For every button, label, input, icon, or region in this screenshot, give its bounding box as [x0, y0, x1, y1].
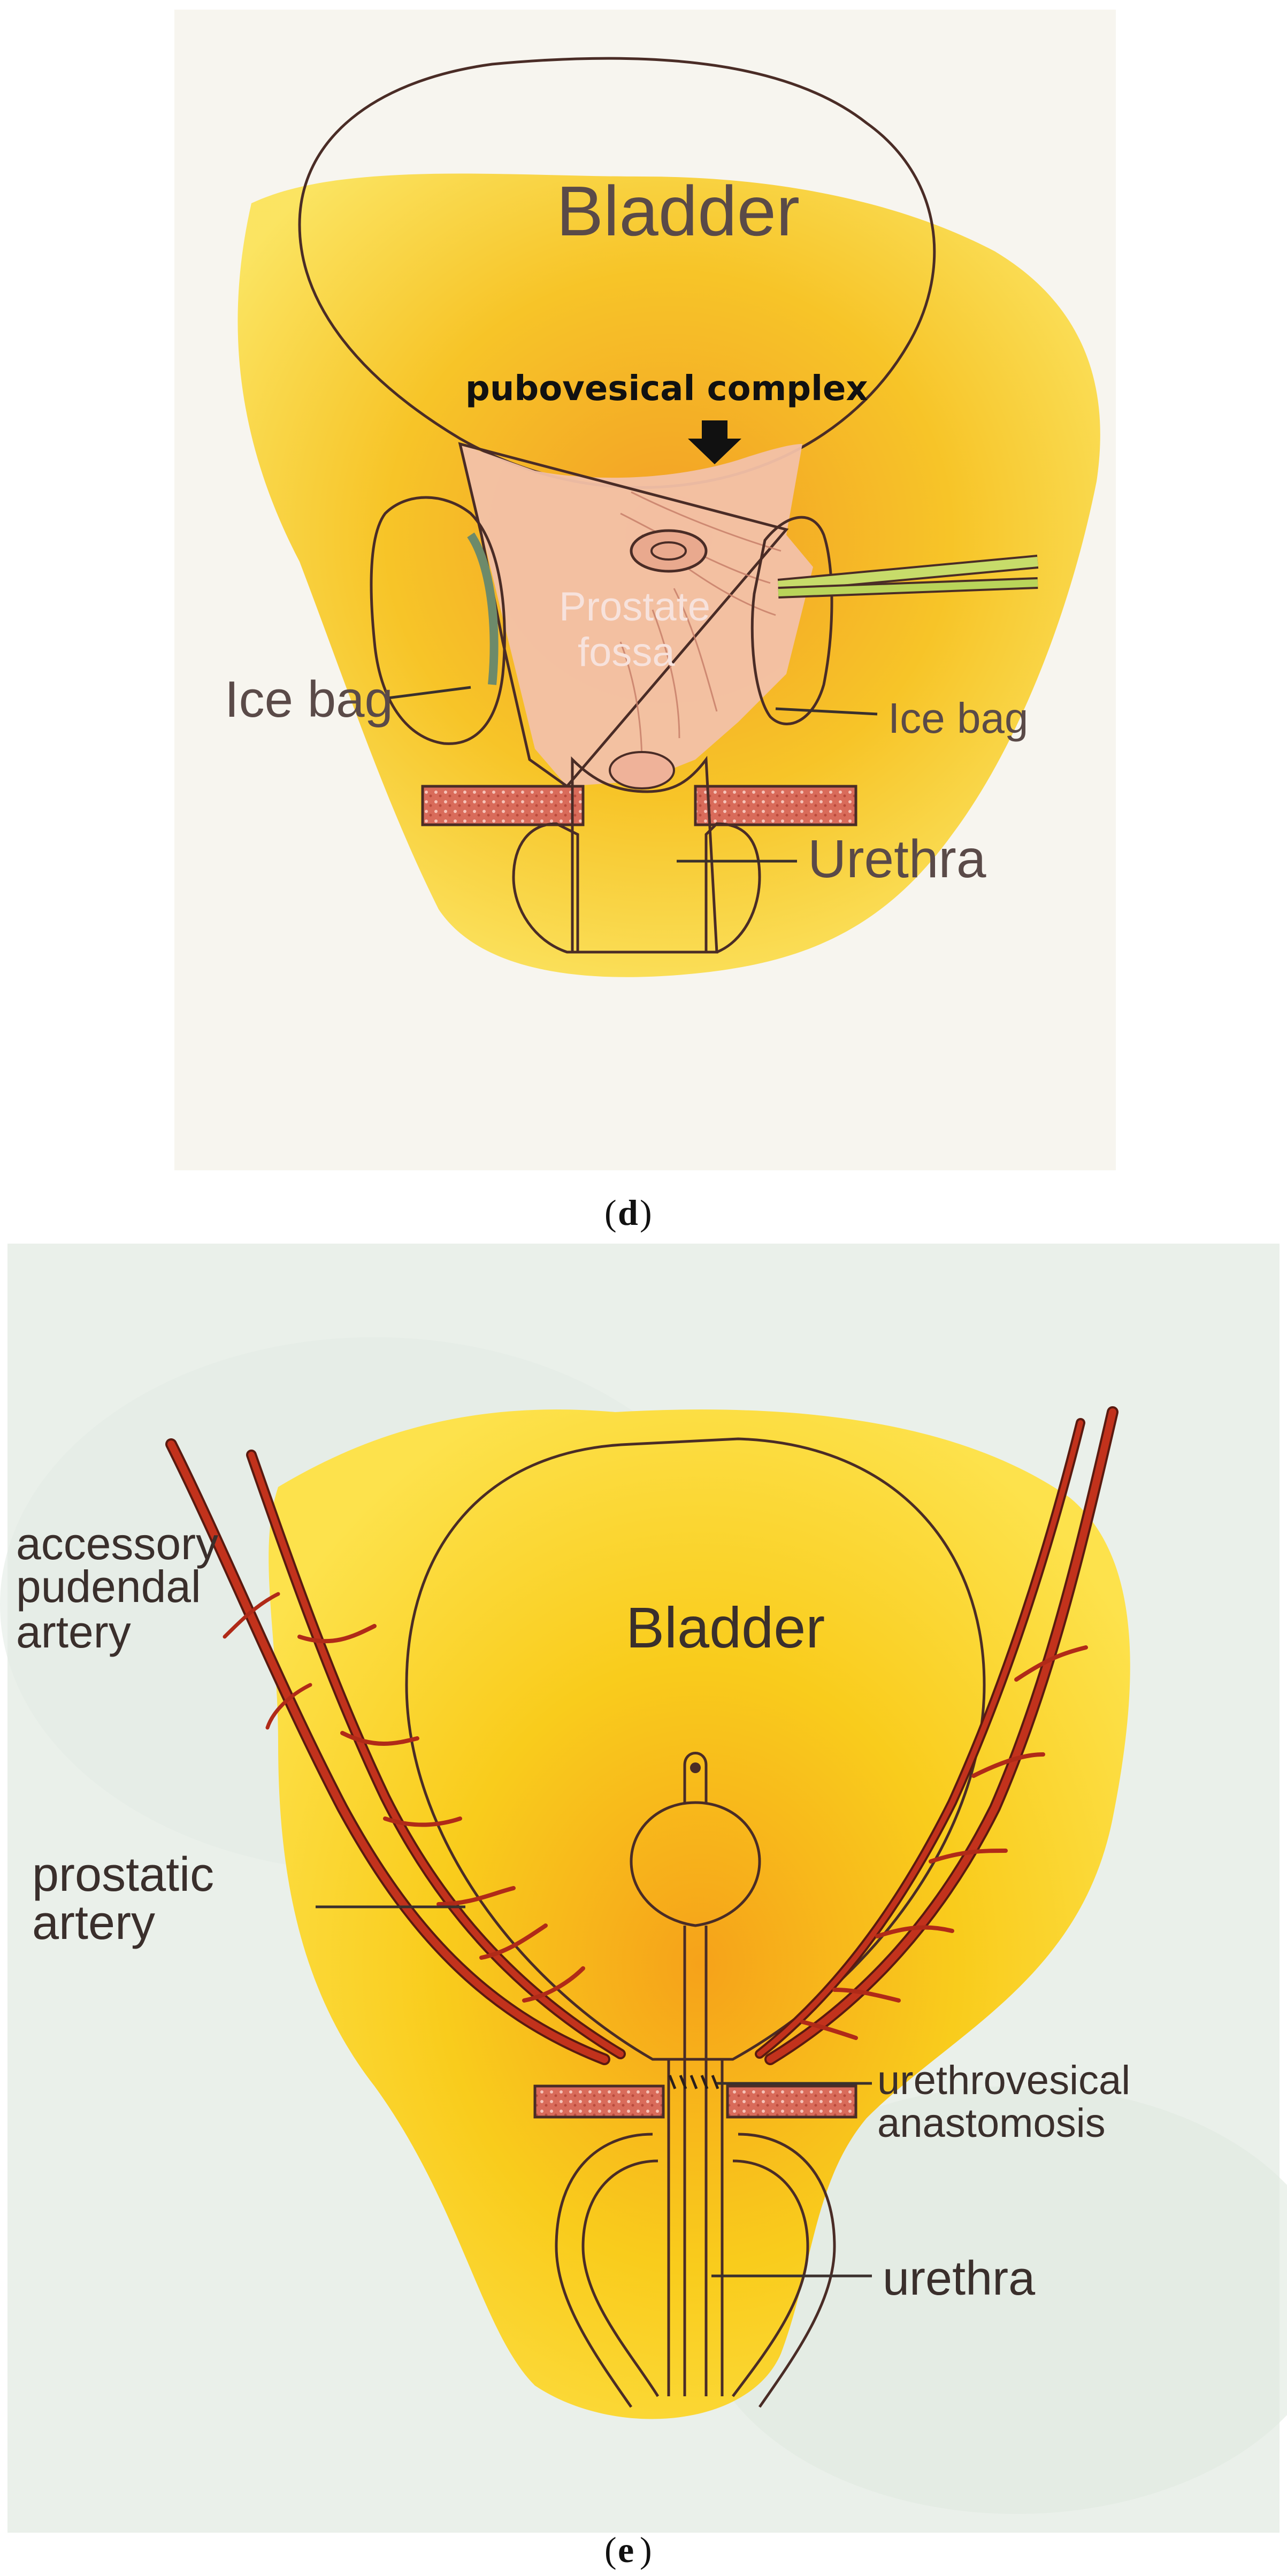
- panel-e-label-accessory-artery: artery: [16, 1607, 131, 1657]
- panel-d-pelvic-floor-right: [694, 785, 857, 826]
- panel-e-label-urethrovesical: urethrovesical: [877, 2058, 1130, 2103]
- panel-d-label-urethra: Urethra: [808, 829, 986, 889]
- panel-e-accessory-pudendal-artery: [165, 1438, 626, 2065]
- panel-d-urethra-cushion-right: [704, 822, 761, 954]
- panel-d-ice-bag-left: [370, 496, 506, 745]
- panel-d-drain-tubes: [777, 555, 1039, 599]
- panel-e-label-accessory: accessory: [16, 1519, 218, 1569]
- panel-e-label-prostatic-artery: artery: [32, 1896, 155, 1950]
- panel-e-label-urethra: urethra: [883, 2252, 1036, 2305]
- panel-d-label-prostate: Prostate: [559, 584, 710, 630]
- svg-text:): ): [640, 1192, 652, 1233]
- panel-e-label-anastomosis: anastomosis: [877, 2100, 1106, 2146]
- panel-d-urethra: [571, 756, 718, 954]
- panel-d-label-fossa: fossa: [578, 630, 675, 675]
- panel-e-catheter-eyelet: [690, 1762, 701, 1773]
- panel-d-pubovesical-tissue: [460, 444, 813, 786]
- caption-e-letter: e: [618, 2529, 634, 2570]
- panel-d-pelvic-floor-left: [421, 785, 585, 826]
- panel-e-catheter-balloon: [630, 1801, 761, 1927]
- svg-text:): ): [640, 2529, 652, 2570]
- panel-d-pointer-arrow: [688, 420, 741, 464]
- panel-e: Bladder accessory pudendal artery prosta…: [0, 1244, 1287, 2533]
- panel-d-label-ice-bag-left: Ice bag: [225, 671, 393, 728]
- caption-d-letter: d: [618, 1192, 638, 1233]
- panel-d-urethral-stump-lumen: [650, 541, 687, 561]
- panel-e-lower-right-curve: [732, 2159, 809, 2397]
- panel-d-ice-bag-left-inner: [467, 532, 499, 685]
- panel-e-right-arteries: [755, 1406, 1119, 2065]
- svg-text:(: (: [604, 1192, 617, 1233]
- panel-d-leader-ice-bag-left: [387, 686, 471, 700]
- panel-e-label-pudendal: pudendal: [16, 1561, 201, 1612]
- panel-e-lower-left-outer: [555, 2133, 653, 2408]
- panel-e-lower-right-outer: [738, 2133, 836, 2408]
- panel-d-urethral-stump: [630, 529, 708, 573]
- panel-d-label-pubovesical-complex: pubovesical complex: [465, 369, 868, 409]
- panel-e-catheter-tip: [683, 1752, 708, 1803]
- panel-d: Bladder pubovesical complex Prostate fos…: [174, 10, 1116, 1170]
- panel-e-yellow-wash: [269, 1409, 1130, 2419]
- panel-d-prostate-fossa: [458, 442, 789, 788]
- panel-e-lower-left-curve: [581, 2159, 660, 2397]
- panel-d-leader-ice-bag-right: [775, 707, 878, 716]
- panel-d-lower-ring: [609, 751, 675, 789]
- svg-text:(: (: [604, 2529, 617, 2570]
- panel-e-pelvic-floor-left: [533, 2084, 665, 2119]
- panel-e-label-prostatic: prostatic: [32, 1848, 214, 1902]
- panel-e-bladder: [405, 1437, 986, 2061]
- panel-d-urethra-cushion-left: [512, 822, 579, 954]
- panel-d-label-bladder: Bladder: [556, 172, 800, 250]
- panel-d-ice-bag-right: [750, 516, 833, 725]
- panel-e-paper-tone-2: [695, 2086, 1287, 2514]
- panel-d-label-ice-bag-right: Ice bag: [888, 694, 1028, 742]
- panel-e-anastomosis-sutures: [668, 2075, 719, 2089]
- panel-e-label-bladder: Bladder: [626, 1595, 825, 1660]
- caption-d: ( d ): [604, 1192, 652, 1233]
- caption-e: ( e ): [604, 2529, 652, 2570]
- panel-e-pelvic-floor-right: [726, 2084, 857, 2119]
